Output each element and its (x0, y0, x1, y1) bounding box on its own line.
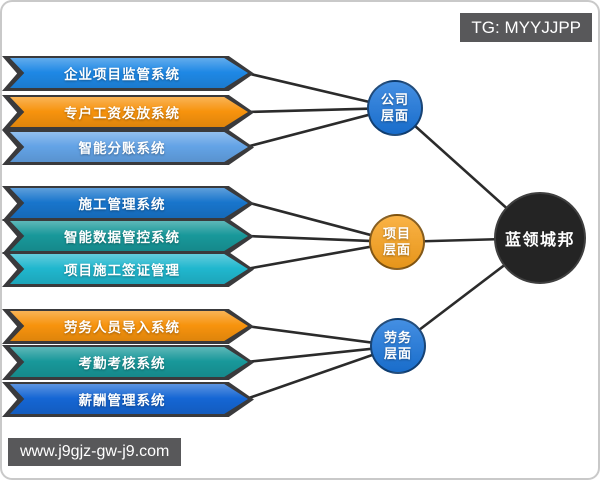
tg-contact-badge: TG: MYYJJPP (460, 13, 592, 42)
node-label-line2: 层面 (380, 108, 409, 123)
banner-label: 劳务人员导入系统 (10, 311, 248, 341)
banner-smart-data-control: 智能数据管控系统 (2, 219, 254, 254)
node-label-line1: 劳务 (383, 329, 412, 345)
banner-label: 考勤考核系统 (10, 347, 248, 377)
banner-labor-import: 劳务人员导入系统 (2, 309, 254, 344)
banner-label: 项目施工签证管理 (10, 254, 248, 284)
website-url-text: www.j9gjz-gw-j9.com (20, 443, 170, 460)
banner-label: 薪酬管理系统 (10, 384, 248, 414)
banner-company-supervision: 企业项目监管系统 (2, 56, 254, 91)
banner-label: 智能数据管控系统 (10, 221, 248, 251)
banner-smart-split-account: 智能分账系统 (2, 130, 254, 165)
tg-contact-text: TG: MYYJJPP (471, 17, 581, 37)
node-label-line2: 层面 (382, 242, 411, 257)
node-labor-level: 劳务 层面 (370, 318, 426, 374)
node-project-level: 项目 层面 (369, 214, 425, 270)
hub-blue-collar-city: 蓝领城邦 (494, 192, 586, 284)
node-label-line1: 公司 (380, 91, 409, 107)
website-url-badge: www.j9gjz-gw-j9.com (8, 438, 182, 466)
banner-label: 专户工资发放系统 (10, 97, 248, 127)
banner-visa-mgmt: 项目施工签证管理 (2, 252, 254, 287)
banner-label: 企业项目监管系统 (10, 58, 248, 88)
node-label-line1: 项目 (382, 225, 411, 241)
banner-construction-mgmt: 施工管理系统 (2, 186, 254, 221)
banner-label: 施工管理系统 (10, 188, 248, 218)
banner-attendance-assessment: 考勤考核系统 (2, 345, 254, 380)
hub-label: 蓝领城邦 (504, 232, 575, 249)
banner-salary-mgmt: 薪酬管理系统 (2, 382, 254, 417)
banner-label: 智能分账系统 (10, 132, 248, 162)
node-label-line2: 层面 (383, 346, 412, 361)
banner-wage-payment: 专户工资发放系统 (2, 95, 254, 130)
node-company-level: 公司 层面 (367, 80, 423, 136)
